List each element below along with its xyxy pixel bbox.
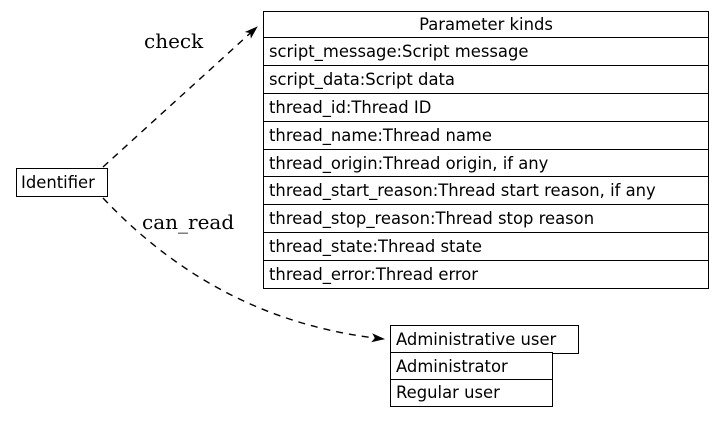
parameter-row: thread_name:Thread name (264, 122, 708, 150)
user-row: Administrator (390, 352, 553, 381)
parameter-row: script_data:Script data (264, 66, 708, 94)
user-kinds-rows: Administrator Regular user (390, 352, 579, 407)
can-read-edge-label: can_read (142, 210, 235, 234)
parameter-row: thread_error:Thread error (269, 265, 479, 285)
user-kinds-table: Administrative user Administrator Regula… (390, 325, 579, 407)
parameter-row: thread_start_reason:Thread start reason,… (264, 177, 708, 206)
parameter-row: thread_state:Thread state (264, 233, 708, 262)
parameter-kinds-rows: script_message:Script message script_dat… (264, 38, 708, 288)
parameter-row: thread_origin:Thread origin, if any (264, 150, 708, 178)
identifier-node: Identifier (16, 168, 108, 197)
check-edge-label: check (144, 29, 204, 53)
user-row: Regular user (390, 378, 553, 407)
parameter-row: thread_stop_reason:Thread stop reason (264, 205, 708, 234)
user-kinds-title: Administrative user (390, 325, 579, 354)
parameter-row: script_message:Script message (264, 38, 708, 66)
parameter-kinds-title: Parameter kinds (264, 12, 708, 38)
parameter-row: thread_id:Thread ID (264, 94, 708, 122)
parameter-kinds-table: Parameter kinds script_message:Script me… (263, 11, 709, 289)
